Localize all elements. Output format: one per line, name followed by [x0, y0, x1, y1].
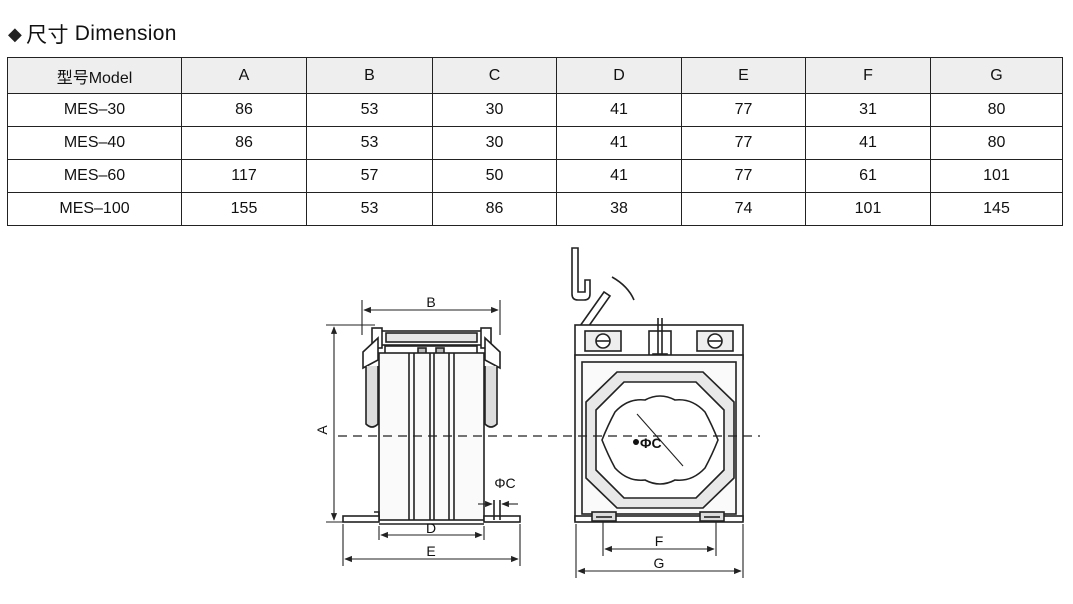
section-title-zh: 尺寸	[26, 23, 69, 47]
header-e: E	[681, 57, 806, 94]
table-cell: 41	[556, 159, 682, 193]
table-header-row: 型号Model A B C D E F G	[7, 57, 1063, 94]
table-cell: 86	[181, 126, 307, 160]
table-row: MES–30 86 53 30 41 77 31 80	[7, 93, 1063, 127]
table-row: MES–60 117 57 50 41 77 61 101	[7, 159, 1063, 193]
dimension-table: 型号Model A B C D E F G MES–30 86 53 30 41…	[7, 57, 1063, 226]
table-cell: 77	[681, 93, 806, 127]
table-cell: 74	[681, 192, 806, 226]
table-cell: MES–100	[7, 192, 182, 226]
header-g: G	[930, 57, 1063, 94]
header-b: B	[306, 57, 433, 94]
table-cell: 41	[805, 126, 931, 160]
dimension-drawing: B A D E ΦC	[314, 247, 760, 578]
front-dimensions	[575, 522, 744, 578]
label-f: F	[655, 533, 664, 549]
table-cell: 155	[181, 192, 307, 226]
table-cell: 145	[930, 192, 1063, 226]
side-dimensions	[326, 300, 521, 566]
header-d: D	[556, 57, 682, 94]
table-cell: 41	[556, 126, 682, 160]
table-row: MES–40 86 53 30 41 77 41 80	[7, 126, 1063, 160]
label-g: G	[654, 555, 665, 571]
table-cell: 101	[930, 159, 1063, 193]
section-title-en: Dimension	[74, 22, 177, 45]
table-cell: 41	[556, 93, 682, 127]
header-c: C	[432, 57, 557, 94]
table-cell: 53	[306, 126, 433, 160]
side-view	[342, 327, 521, 525]
table-cell: 57	[306, 159, 433, 193]
table-cell: 31	[805, 93, 931, 127]
label-d: D	[426, 520, 436, 536]
table-cell: 30	[432, 93, 557, 127]
diamond-bullet-icon: ◆	[8, 23, 23, 44]
header-f: F	[805, 57, 931, 94]
table-cell: 80	[930, 93, 1063, 127]
table-cell: MES–30	[7, 93, 182, 127]
table-cell: 80	[930, 126, 1063, 160]
header-a: A	[181, 57, 307, 94]
table-cell: 86	[181, 93, 307, 127]
label-phi-c-front: ΦC	[640, 435, 662, 451]
label-b: B	[426, 294, 435, 310]
table-cell: 53	[306, 192, 433, 226]
table-cell: 77	[681, 126, 806, 160]
table-cell: 38	[556, 192, 682, 226]
table-cell: 86	[432, 192, 557, 226]
label-phi-c-side: ΦC	[494, 475, 515, 491]
front-view	[571, 247, 744, 523]
header-model: 型号Model	[7, 57, 182, 94]
table-cell: 53	[306, 93, 433, 127]
table-cell: MES–40	[7, 126, 182, 160]
table-cell: MES–60	[7, 159, 182, 193]
label-a: A	[314, 425, 330, 435]
table-cell: 61	[805, 159, 931, 193]
phi-dot-icon	[633, 439, 639, 445]
table-row: MES–100 155 53 86 38 74 101 145	[7, 192, 1063, 226]
table-cell: 30	[432, 126, 557, 160]
table-cell: 101	[805, 192, 931, 226]
section-title: ◆ 尺寸 Dimension	[8, 20, 177, 48]
table-cell: 50	[432, 159, 557, 193]
table-cell: 117	[181, 159, 307, 193]
label-e: E	[426, 543, 435, 559]
table-cell: 77	[681, 159, 806, 193]
